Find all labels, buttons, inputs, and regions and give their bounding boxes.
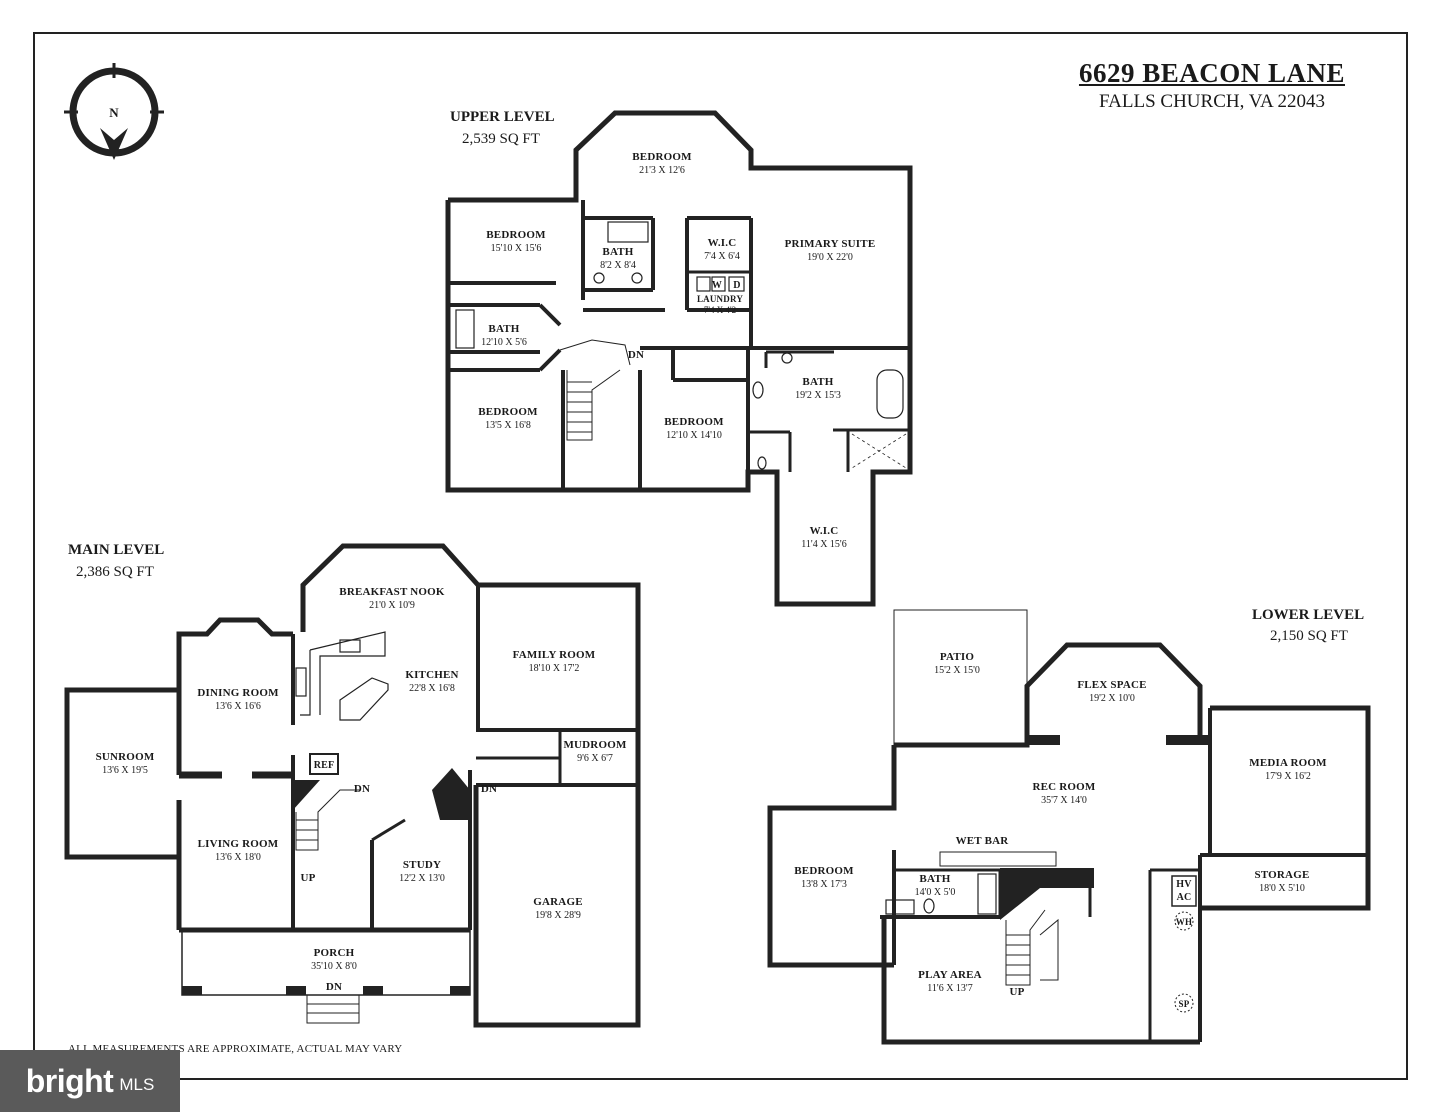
property-address: 6629 BEACON LANE (1078, 58, 1345, 88)
room-name: BEDROOM (478, 406, 538, 418)
refrigerator-label: REF (314, 760, 335, 771)
room-dimensions: 13'6 X 19'5 (102, 765, 148, 776)
room-dimensions: 15'2 X 15'0 (934, 665, 980, 676)
room-name: DINING ROOM (197, 687, 279, 699)
room-name: BATH (602, 246, 633, 258)
north-compass-icon: N (64, 63, 164, 160)
room-name: BEDROOM (486, 229, 546, 241)
main-level-plan (64, 543, 641, 1028)
room-name: PRIMARY SUITE (785, 238, 876, 250)
upper-level-plan (445, 110, 913, 607)
room-dimensions: 11'4 X 15'6 (801, 539, 846, 550)
lower-level-title: LOWER LEVEL (1252, 607, 1364, 623)
room-name: REC ROOM (1032, 781, 1095, 793)
property-header: 6629 BEACON LANE FALLS CHURCH, VA 22043 (1079, 58, 1345, 113)
room-name: BATH (802, 376, 833, 388)
room-dimensions: 17'9 X 16'2 (1265, 771, 1311, 782)
room-name: W.I.C (708, 237, 737, 249)
room-name: LIVING ROOM (198, 838, 279, 850)
lower-level-labels: LOWER LEVEL 2,150 SQ FT PATIO 15'2 X 15'… (794, 607, 1364, 1009)
room-name: FLEX SPACE (1077, 679, 1146, 691)
lower-level-sqft: 2,150 SQ FT (1270, 628, 1348, 644)
compass-north-label: N (109, 105, 119, 120)
brand-logo-text: bright (25, 1062, 114, 1099)
hvac-label: HV (1176, 879, 1192, 890)
room-name: BEDROOM (794, 865, 854, 877)
room-dimensions: 18'10 X 17'2 (529, 663, 580, 674)
room-name: BATH (919, 873, 950, 885)
room-dimensions: 15'10 X 15'6 (491, 243, 542, 254)
room-name: SUNROOM (96, 751, 155, 763)
room-name: WET BAR (956, 835, 1010, 847)
room-dimensions: 12'2 X 13'0 (399, 873, 445, 884)
room-dimensions: 35'10 X 8'0 (311, 961, 357, 972)
water-heater-label: WH (1176, 917, 1192, 927)
upper-level-title: UPPER LEVEL (450, 109, 555, 125)
main-level-sqft: 2,386 SQ FT (76, 564, 154, 580)
upper-level-sqft: 2,539 SQ FT (462, 131, 540, 147)
room-name: LAUNDRY (697, 294, 743, 304)
room-dimensions: 11'6 X 13'7 (927, 983, 972, 994)
room-dimensions: 19'2 X 10'0 (1089, 693, 1135, 704)
main-level-labels: MAIN LEVEL 2,386 SQ FT BREAKFAST NOOK 21… (68, 542, 627, 993)
stairs-down-label: DN (326, 981, 342, 993)
brand-mls-text: MLS (119, 1075, 155, 1094)
room-dimensions: 21'3 X 12'6 (639, 165, 685, 176)
room-name: FAMILY ROOM (513, 649, 596, 661)
room-dimensions: 8'2 X 8'4 (600, 260, 636, 271)
room-dimensions: 12'10 X 5'6 (481, 337, 527, 348)
room-dimensions: 7'4 X 4'2 (704, 305, 736, 315)
stairs-down-label: DN (481, 783, 497, 795)
stairs-down-label: DN (628, 349, 644, 361)
page-border (33, 32, 1408, 1080)
room-name: MEDIA ROOM (1249, 757, 1327, 769)
room-dimensions: 9'6 X 6'7 (577, 753, 613, 764)
main-level-title: MAIN LEVEL (68, 542, 164, 558)
room-dimensions: 22'8 X 16'8 (409, 683, 455, 694)
stairs-up-label: UP (300, 872, 315, 884)
room-name: BATH (488, 323, 519, 335)
room-name: GARAGE (533, 896, 582, 908)
room-dimensions: 7'4 X 6'4 (704, 251, 740, 262)
room-name: KITCHEN (405, 669, 458, 681)
room-dimensions: 13'6 X 16'6 (215, 701, 261, 712)
room-dimensions: 13'5 X 16'8 (485, 420, 531, 431)
room-dimensions: 13'6 X 18'0 (215, 852, 261, 863)
sump-pump-label: SP (1179, 999, 1190, 1009)
room-dimensions: 14'0 X 5'0 (915, 887, 956, 898)
room-name: MUDROOM (563, 739, 627, 751)
room-name: STORAGE (1255, 869, 1310, 881)
room-dimensions: 19'8 X 28'9 (535, 910, 581, 921)
stairs-down-label: DN (354, 783, 370, 795)
room-name: BEDROOM (664, 416, 724, 428)
room-dimensions: 21'0 X 10'9 (369, 600, 415, 611)
dryer-label: D (733, 280, 740, 291)
room-name: PLAY AREA (918, 969, 982, 981)
room-name: PATIO (940, 651, 974, 663)
washer-label: W (712, 280, 722, 291)
lower-level-plan (767, 609, 1371, 1045)
room-name: BEDROOM (632, 151, 692, 163)
room-dimensions: 13'8 X 17'3 (801, 879, 847, 890)
bright-mls-logo: bright MLS (0, 1050, 180, 1112)
room-dimensions: 19'2 X 15'3 (795, 390, 841, 401)
room-name: W.I.C (810, 525, 839, 537)
stairs-up-label: UP (1009, 986, 1024, 998)
room-dimensions: 18'0 X 5'10 (1259, 883, 1305, 894)
room-name: BREAKFAST NOOK (339, 586, 445, 598)
room-dimensions: 35'7 X 14'0 (1041, 795, 1087, 806)
room-dimensions: 19'0 X 22'0 (807, 252, 853, 263)
property-city: FALLS CHURCH, VA 22043 (1099, 91, 1325, 112)
hvac-label: AC (1177, 892, 1192, 903)
room-dimensions: 12'10 X 14'10 (666, 430, 722, 441)
room-name: STUDY (403, 859, 441, 871)
room-name: PORCH (314, 947, 355, 959)
upper-level-labels: UPPER LEVEL 2,539 SQ FT BEDROOM 21'3 X 1… (450, 109, 875, 550)
